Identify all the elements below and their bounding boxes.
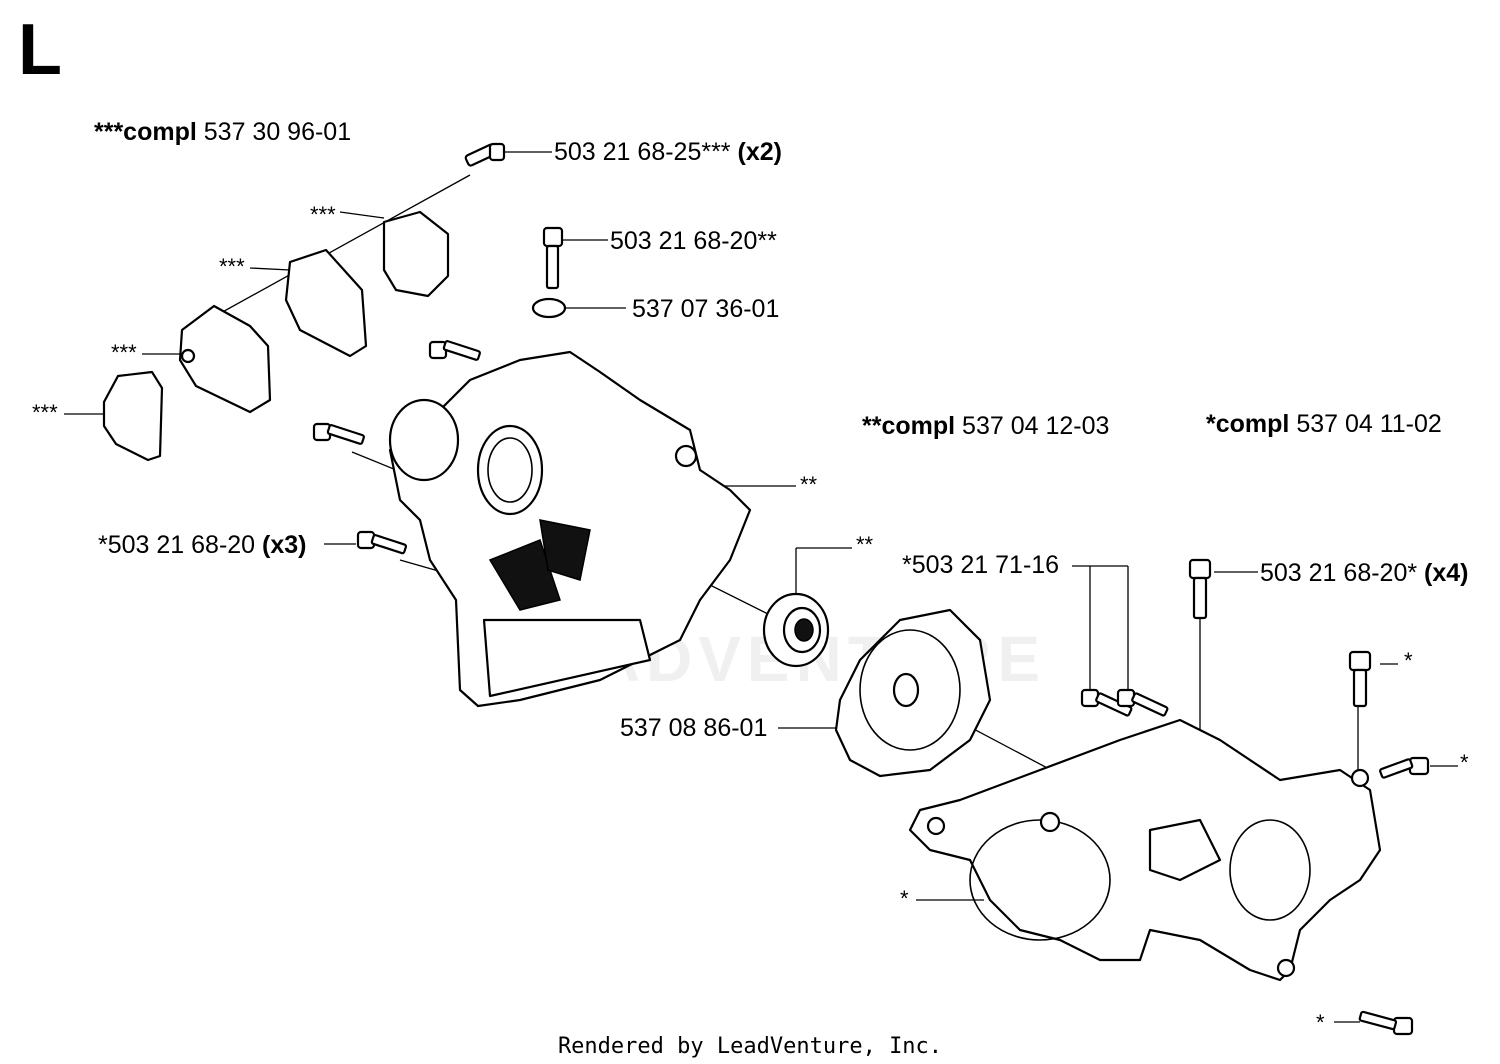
marker: ** bbox=[856, 532, 874, 557]
group-prefix: **compl bbox=[862, 412, 956, 440]
crankcase-half-left bbox=[388, 350, 752, 708]
group-label-537-04-11-02: *compl 537 04 11-02 bbox=[1206, 412, 1442, 437]
part-number: *503 21 71-16 bbox=[902, 551, 1060, 579]
marker: * bbox=[1404, 648, 1413, 673]
part-number: 503 21 68-20** bbox=[610, 227, 777, 255]
part-number: 537 08 86-01 bbox=[620, 714, 768, 742]
screw-left-2 bbox=[312, 422, 365, 445]
bearing bbox=[762, 592, 830, 668]
screw-503-21-71-16-b bbox=[1116, 688, 1169, 717]
bracket-part-4 bbox=[102, 370, 164, 462]
marker: *** bbox=[219, 254, 245, 279]
screw-left-1 bbox=[428, 340, 481, 361]
marker: ** bbox=[800, 472, 818, 497]
group-number: 537 30 96-01 bbox=[203, 118, 352, 146]
group-prefix: ***compl bbox=[94, 118, 197, 146]
part-qty: (x2) bbox=[737, 138, 782, 166]
part-label-503-21-68-20-x4: 503 21 68-20* (x4) bbox=[1260, 561, 1469, 586]
marker: *** bbox=[111, 340, 137, 365]
group-label-537-04-12-03: **compl 537 04 12-03 bbox=[862, 414, 1109, 439]
screw-503-21-68-20-x3 bbox=[356, 530, 408, 555]
part-label-503-21-68-25: 503 21 68-25*** (x2) bbox=[554, 140, 782, 165]
part-number: 503 21 68-25*** bbox=[554, 138, 731, 166]
crankcase-half-right bbox=[908, 718, 1382, 982]
circlip-537-07-36-01 bbox=[531, 297, 567, 319]
screw-503-21-68-20-top bbox=[542, 226, 564, 290]
footer-credit: Rendered by LeadVenture, Inc. bbox=[557, 1034, 943, 1059]
screw-503-21-71-16-a bbox=[1080, 688, 1133, 717]
marker: * bbox=[900, 886, 909, 911]
part-number: 503 21 68-20* bbox=[1260, 559, 1418, 587]
part-label-537-08-86-01: 537 08 86-01 bbox=[620, 716, 767, 741]
group-label-537-30-96-01: ***compl 537 30 96-01 bbox=[94, 120, 351, 145]
section-letter: L bbox=[18, 10, 62, 90]
bracket-part-1 bbox=[382, 210, 450, 298]
group-number: 537 04 12-03 bbox=[962, 412, 1110, 440]
bracket-part-3 bbox=[178, 304, 272, 414]
part-label-503-21-68-20-x3: *503 21 68-20 (x3) bbox=[98, 533, 307, 558]
group-number: 537 04 11-02 bbox=[1296, 410, 1442, 438]
seal-537-08-86-01 bbox=[834, 608, 992, 778]
screw-503-21-68-20-x4-c bbox=[1379, 756, 1430, 779]
part-label-503-21-68-20-top: 503 21 68-20** bbox=[610, 229, 777, 254]
part-qty: (x3) bbox=[262, 531, 307, 559]
screw-503-21-68-20-x4-a bbox=[1188, 558, 1212, 620]
part-number: *503 21 68-20 bbox=[98, 531, 256, 559]
marker: * bbox=[1316, 1010, 1325, 1035]
part-qty: (x4) bbox=[1424, 559, 1469, 587]
part-number: 537 07 36-01 bbox=[632, 295, 780, 323]
bracket-part-2 bbox=[284, 248, 368, 358]
screw-503-21-68-20-x4-b bbox=[1348, 650, 1372, 708]
screw-503-21-68-25 bbox=[464, 142, 506, 167]
part-label-503-21-71-16: *503 21 71-16 bbox=[902, 553, 1059, 578]
screw-503-21-68-20-x4-d bbox=[1358, 1010, 1414, 1036]
marker: *** bbox=[310, 202, 336, 227]
marker: *** bbox=[32, 400, 58, 425]
part-label-537-07-36-01: 537 07 36-01 bbox=[632, 297, 779, 322]
marker: * bbox=[1460, 750, 1469, 775]
group-prefix: *compl bbox=[1206, 410, 1290, 438]
